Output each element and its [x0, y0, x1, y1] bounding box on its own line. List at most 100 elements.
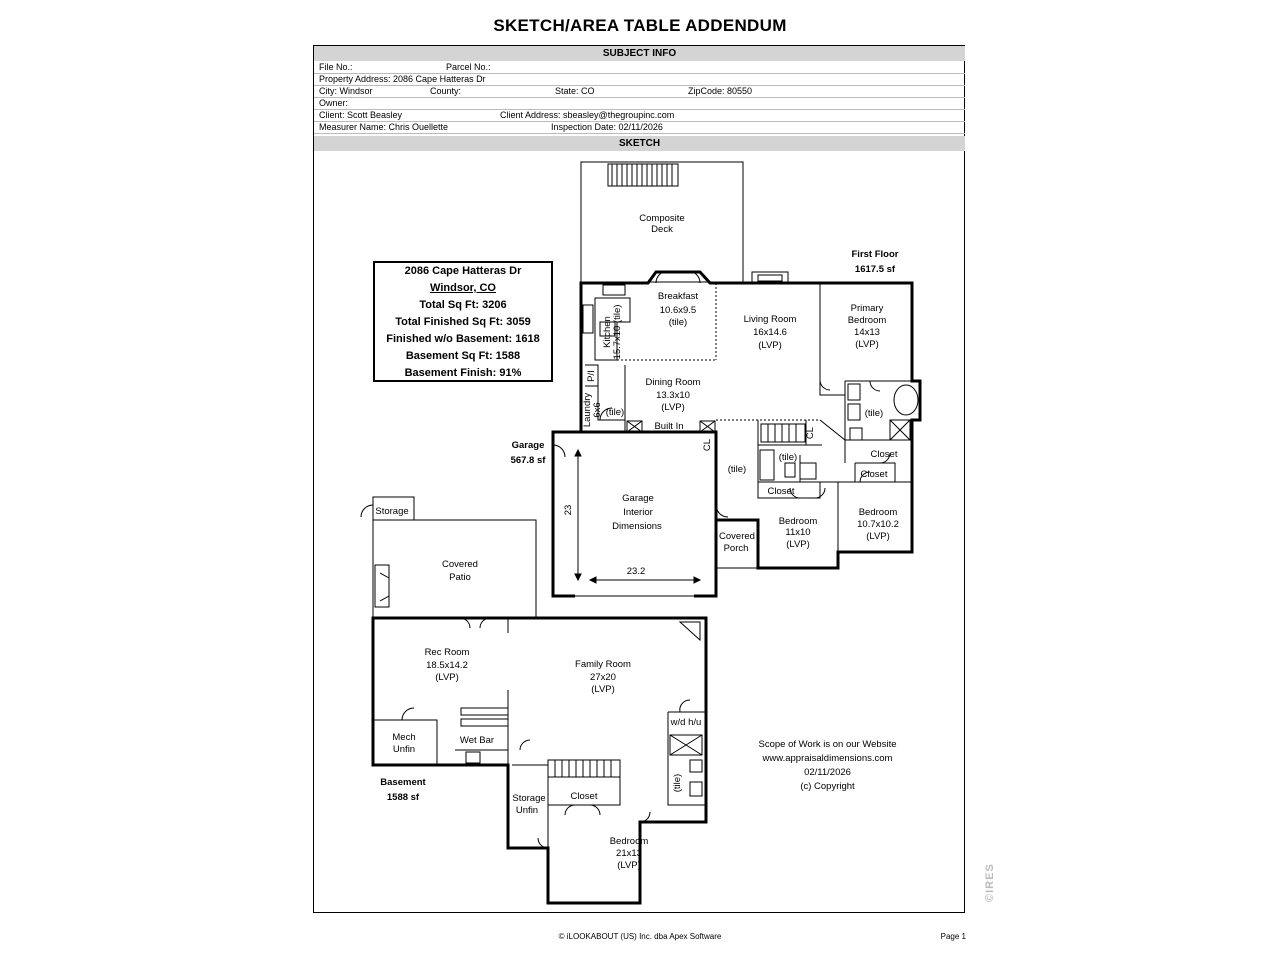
closet-label-1: Closet	[871, 449, 898, 460]
deck-stairs	[607, 163, 679, 187]
info-row-6: Measurer Name: Chris Ouellette Inspectio…	[314, 121, 965, 134]
property-address: Property Address: 2086 Cape Hatteras Dr	[319, 74, 486, 84]
laundry-dim: 6x6	[592, 402, 603, 417]
garage-area: 567.8 sf	[510, 455, 546, 466]
primary-bath-tile: (tile)	[865, 408, 883, 419]
family-room-lvp: (LVP)	[591, 684, 615, 695]
primary-label-1: Primary	[851, 303, 884, 314]
dining-room-label: Dining Room	[646, 377, 701, 388]
cl-label-2: CL	[805, 427, 816, 439]
page-frame	[313, 45, 965, 913]
wd-hookup-label: w/d h/u	[670, 717, 702, 728]
mech-label: Mech	[392, 732, 415, 743]
garage-room-2: Interior	[623, 507, 653, 518]
rec-room-dim: 18.5x14.2	[426, 660, 468, 671]
patio-label-1: Covered	[442, 559, 478, 570]
bedroom2-label: Bedroom	[779, 516, 818, 527]
info-row-1: File No.: Parcel No.:	[314, 61, 965, 74]
area-summary-box: 2086 Cape Hatteras Dr Windsor, CO Total …	[373, 261, 553, 382]
deck-label-1: Composite	[639, 213, 684, 224]
client-address: Client Address: sbeasley@thegroupinc.com	[500, 110, 675, 120]
county: County:	[430, 86, 462, 96]
breakfast-dim: 10.6x9.5	[660, 305, 696, 316]
basement-area: 1588 sf	[386, 792, 420, 803]
breakfast-tile: (tile)	[669, 317, 687, 328]
room-labels: Composite Deck Breakfast 10.6x9.5 (tile)…	[375, 213, 899, 871]
note-line-4: (c) Copyright	[800, 781, 855, 792]
basement-label: Basement 1588 sf	[370, 775, 436, 805]
garage-depth: 23	[563, 505, 574, 516]
garage-room-1: Garage	[622, 493, 654, 504]
living-room-dim: 16x14.6	[753, 327, 787, 338]
laundry-label: Laundry	[582, 393, 593, 428]
city: City: Windsor	[319, 86, 373, 96]
inspection-date: Inspection Date: 02/11/2026	[551, 122, 663, 132]
ires-watermark: ©IRES	[984, 863, 996, 902]
family-room-label: Family Room	[575, 659, 631, 670]
kitchen-label: Kitchen	[602, 316, 613, 348]
family-room-dim: 27x20	[590, 672, 616, 683]
bedroom2-lvp: (LVP)	[786, 539, 810, 550]
wet-bar-label: Wet Bar	[460, 735, 494, 746]
info-row-2: Property Address: 2086 Cape Hatteras Dr	[314, 73, 965, 86]
dining-room-dim: 13.3x10	[656, 390, 690, 401]
primary-label-2: Bedroom	[848, 315, 887, 326]
summary-address: 2086 Cape Hatteras Dr	[404, 265, 522, 277]
parcel-no: Parcel No.:	[446, 62, 491, 72]
garage-room-3: Dimensions	[612, 521, 662, 532]
summary-city: Windsor, CO	[430, 282, 496, 294]
deck-label-2: Deck	[651, 224, 673, 235]
file-no: File No.:	[319, 62, 353, 72]
living-room-lvp: (LVP)	[758, 340, 782, 351]
summary-basement-sqft: Basement Sq Ft: 1588	[405, 350, 521, 362]
kitchen-dim: 15.7x10 (tile)	[612, 305, 623, 360]
garage-name: Garage	[511, 440, 545, 451]
owner: Owner:	[319, 98, 349, 108]
covered-porch-outline	[716, 519, 759, 569]
info-row-3: City: Windsor County: State: CO ZipCode:…	[314, 85, 965, 98]
basement-bath-tile: (tile)	[672, 774, 683, 792]
fixtures	[582, 284, 919, 481]
scope-notes: Scope of Work is on our Website www.appr…	[740, 738, 915, 794]
deck-outline	[580, 161, 744, 283]
doors	[552, 270, 891, 518]
garage-outline	[551, 430, 718, 598]
footer-copyright: © iLOOKABOUT (US) Inc. dba Apex Software	[558, 932, 722, 941]
laundry-tile: (tile)	[606, 407, 624, 418]
pantry-label: P/I	[586, 370, 597, 382]
first-floor-name: First Floor	[851, 249, 899, 260]
closet-label-2: Closet	[861, 469, 888, 480]
storage-outline	[372, 496, 415, 521]
dining-room-lvp: (LVP)	[661, 402, 685, 413]
basement-bedroom-dim: 21x13	[616, 848, 642, 859]
closet-label-3: Closet	[768, 486, 795, 497]
storage-unfin-label-1: Storage	[512, 793, 545, 804]
sketch-header: SKETCH	[314, 136, 965, 151]
basement-bedroom-lvp: (LVP)	[617, 860, 641, 871]
rec-room-lvp: (LVP)	[435, 672, 459, 683]
basement-closet-label: Closet	[571, 791, 598, 802]
mech-unfin-label: Unfin	[393, 744, 415, 755]
bedroom2-dim: 11x10	[785, 527, 810, 538]
client: Client: Scott Beasley	[319, 110, 403, 120]
summary-finished-wo-basement: Finished w/o Basement: 1618	[386, 333, 540, 345]
document-title: SKETCH/AREA TABLE ADDENDUM	[493, 16, 787, 35]
garage-width: 23.2	[627, 566, 646, 577]
storage-unfin-label-2: Unfin	[516, 805, 538, 816]
basement-name: Basement	[380, 777, 426, 788]
note-line-1: Scope of Work is on our Website	[758, 739, 897, 750]
note-line-3: 02/11/2026	[804, 767, 851, 778]
first-floor-label: First Floor 1617.5 sf	[840, 247, 910, 277]
basement-outline	[371, 616, 708, 905]
summary-basement-finish: Basement Finish: 91%	[404, 367, 522, 379]
bedroom3-dim: 10.7x10.2	[857, 519, 899, 530]
porch-label-1: Covered	[719, 531, 755, 542]
measurer: Measurer Name: Chris Ouellette	[319, 122, 449, 132]
basement-walls	[373, 617, 706, 849]
living-room-label: Living Room	[744, 314, 797, 325]
breakfast-label: Breakfast	[658, 291, 698, 302]
summary-total-sqft: Total Sq Ft: 3206	[419, 299, 507, 311]
primary-dim: 14x13	[854, 327, 880, 338]
fireplace	[751, 271, 789, 285]
bedroom3-lvp: (LVP)	[866, 531, 890, 542]
